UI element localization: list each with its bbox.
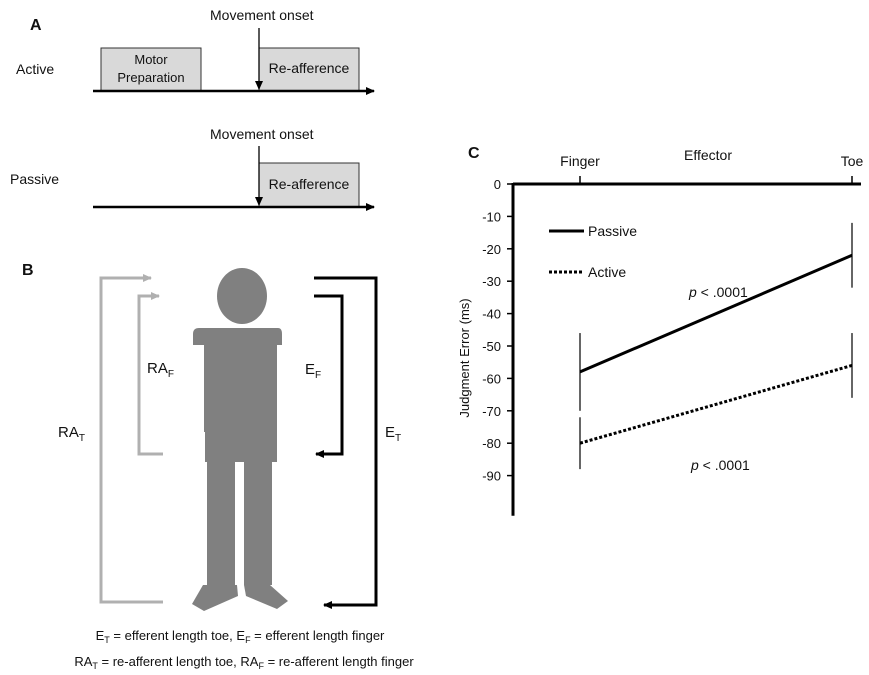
- motor-preparation-line1: Motor: [134, 52, 168, 67]
- x-tick-label: Toe: [841, 153, 864, 169]
- reafference-label-passive: Re-afference: [269, 176, 350, 192]
- panel-b: B RAF RAT EF ET ET = efferent length toe…: [22, 262, 414, 671]
- human-figure: [192, 268, 288, 611]
- e-t-label: ET: [385, 424, 401, 444]
- ra-f-label: RAF: [147, 360, 174, 380]
- reafferent-path-finger: [137, 292, 163, 456]
- panel-a-label: A: [30, 17, 42, 34]
- y-tick-label: -60: [482, 371, 501, 386]
- movement-onset-label-active: Movement onset: [210, 7, 314, 23]
- efferent-path-finger: [314, 294, 344, 458]
- y-tick-label: -10: [482, 209, 501, 224]
- panel-b-label: B: [22, 262, 34, 279]
- y-tick-label: -50: [482, 339, 501, 354]
- y-tick-label: -90: [482, 469, 501, 484]
- chart-title: Effector: [684, 147, 732, 163]
- passive-row-label: Passive: [10, 171, 59, 187]
- y-tick-label: 0: [494, 177, 501, 192]
- legend-label-active: Active: [588, 264, 626, 280]
- e-f-label: EF: [305, 361, 321, 381]
- active-row-label: Active: [16, 61, 54, 77]
- y-tick-label: -30: [482, 274, 501, 289]
- legend-reafferent: RAT = re-afferent length toe, RAF = re-a…: [74, 654, 414, 671]
- y-tick-label: -20: [482, 242, 501, 257]
- motor-preparation-box: [100, 47, 202, 92]
- motor-preparation-line2: Preparation: [117, 70, 184, 85]
- y-tick-label: -80: [482, 436, 501, 451]
- legend-label-passive: Passive: [588, 223, 637, 239]
- series-line-passive: [579, 253, 853, 374]
- efferent-path-toe: [314, 276, 378, 609]
- y-tick-label: -40: [482, 307, 501, 322]
- reafference-label-active: Re-afference: [269, 60, 350, 76]
- legend-efferent: ET = efferent length toe, EF = efferent …: [96, 628, 385, 645]
- reafferent-path-toe: [99, 274, 163, 604]
- y-axis-label: Judgment Error (ms): [457, 298, 472, 417]
- panel-a: A Movement onset Active Motor Preparatio…: [10, 7, 375, 211]
- p-value-annotation: p < .0001: [690, 457, 750, 473]
- panel-c-chart: C Effector Judgment Error (ms) 0 -10 -20 -3…: [457, 145, 863, 516]
- x-tick-label: Finger: [560, 153, 600, 169]
- panel-c-label: C: [468, 145, 480, 162]
- ra-t-label: RAT: [58, 424, 85, 444]
- series-line-active: [579, 363, 853, 445]
- reafference-box-active: [258, 47, 360, 92]
- movement-onset-label-passive: Movement onset: [210, 126, 314, 142]
- p-value-annotation: p < .0001: [688, 284, 748, 300]
- y-tick-label: -70: [482, 404, 501, 419]
